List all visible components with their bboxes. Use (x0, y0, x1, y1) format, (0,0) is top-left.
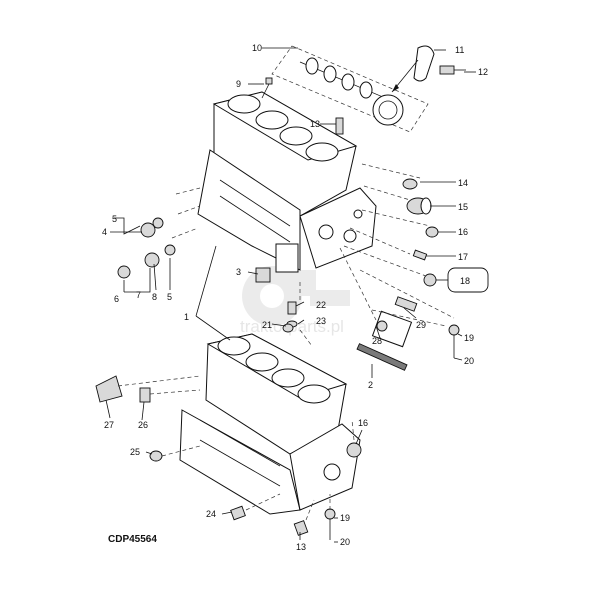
callout-21: 21 (262, 320, 272, 330)
callout-13-upper: 13 (310, 119, 320, 129)
drain-parts (117, 244, 176, 279)
camshaft (271, 45, 429, 133)
callout-8: 8 (152, 292, 157, 302)
plug-washer (140, 217, 164, 238)
dowel-13b (293, 520, 309, 536)
callout-7: 7 (136, 290, 141, 300)
callout-15: 15 (458, 202, 468, 212)
cover-plug (255, 267, 271, 283)
callout-2: 2 (368, 380, 373, 390)
bracket (95, 375, 123, 403)
callout-29: 29 (416, 320, 426, 330)
callout-19-lower: 19 (340, 513, 350, 523)
callout-26: 26 (138, 420, 148, 430)
callout-17: 17 (458, 252, 468, 262)
callout-5-lower: 5 (167, 292, 172, 302)
callout-4: 4 (102, 227, 107, 237)
callout-24: 24 (206, 509, 216, 519)
callout-27: 27 (104, 420, 114, 430)
sensor-housing (371, 310, 413, 348)
sensor (394, 296, 418, 312)
callout-14: 14 (458, 178, 468, 188)
callout-5-upper: 5 (112, 214, 117, 224)
screw-washer (448, 324, 460, 358)
plug-25 (149, 450, 163, 462)
seal-ring (282, 323, 294, 333)
bushing (406, 197, 432, 215)
plug (402, 178, 418, 190)
callout-10: 10 (252, 43, 262, 53)
callout-6: 6 (114, 294, 119, 304)
drawing-code: CDP45564 (108, 534, 157, 545)
callout-12: 12 (478, 67, 488, 77)
callout-16-upper: 16 (458, 227, 468, 237)
callout-18: 18 (460, 276, 470, 286)
upper-cylinder-block (197, 91, 377, 273)
dowel-pin (335, 117, 344, 135)
callout-1: 1 (184, 312, 189, 322)
callout-18-box (447, 267, 489, 293)
screw-washer-lower (324, 508, 336, 540)
callout-20-lower: 20 (340, 537, 350, 547)
lower-cylinder-block (179, 333, 361, 515)
plug-16b (346, 442, 362, 458)
head-bolt (261, 77, 273, 99)
callout-23: 23 (316, 316, 326, 326)
callout-16-lower: 16 (358, 418, 368, 428)
callout-13-lower: 13 (296, 542, 306, 552)
dowel-24 (230, 505, 246, 521)
callout-25: 25 (130, 447, 140, 457)
callout-19-upper: 19 (464, 333, 474, 343)
plug-26 (139, 387, 151, 403)
thrust-plate (413, 45, 435, 82)
expansion-plug (425, 226, 439, 238)
callout-28: 28 (372, 336, 382, 346)
callout-11: 11 (455, 45, 464, 55)
oil-pipe (356, 343, 408, 371)
callout-3: 3 (236, 267, 241, 277)
dowel (412, 249, 428, 261)
sleeve (287, 301, 297, 315)
callout-22: 22 (316, 300, 326, 310)
cap-screw (439, 65, 466, 75)
callout-9: 9 (236, 79, 241, 89)
callout-20-upper: 20 (464, 356, 474, 366)
